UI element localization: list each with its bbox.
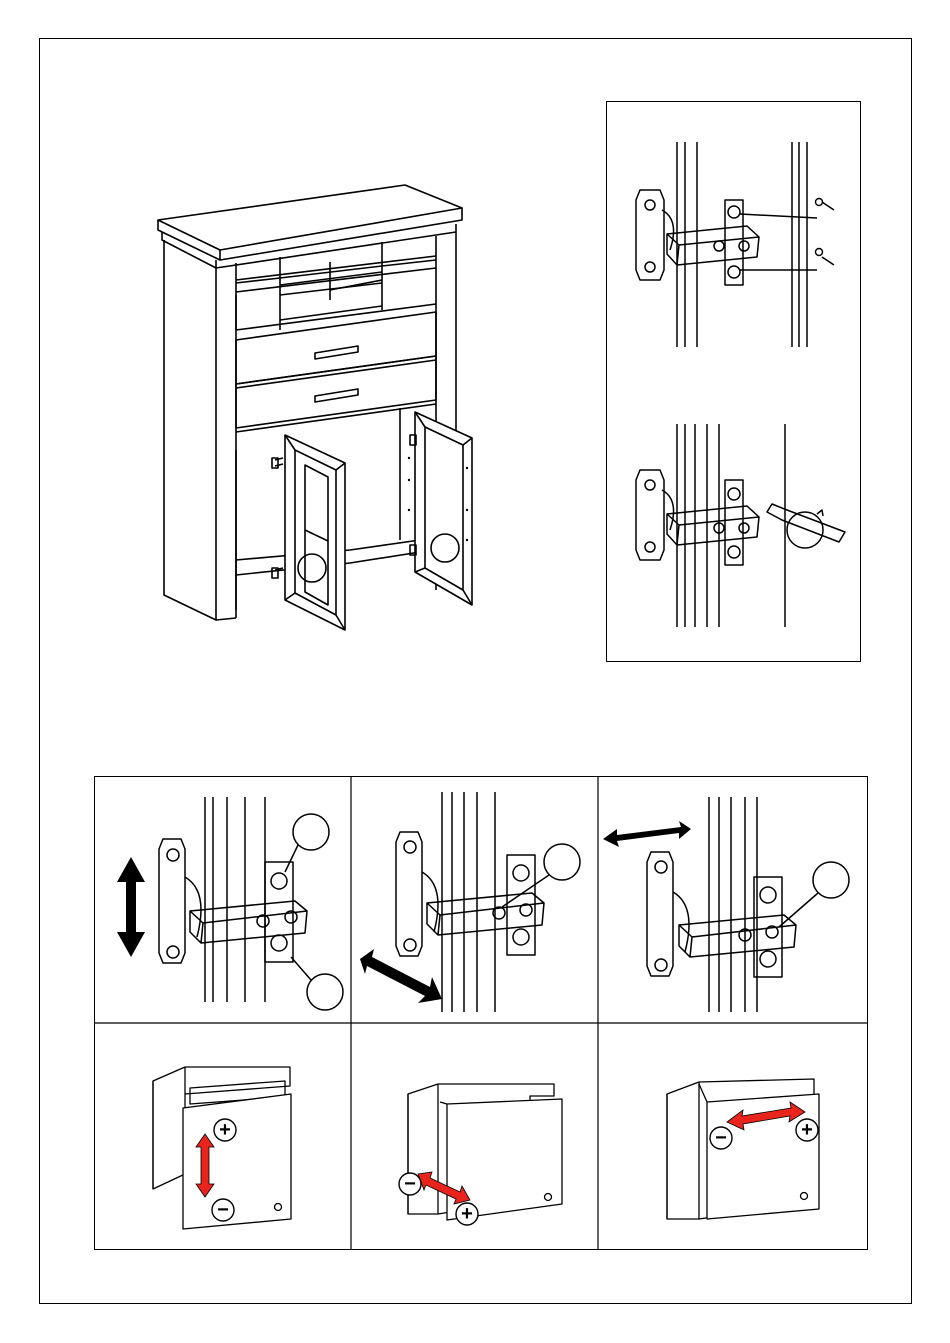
lateral-arrow (603, 821, 691, 847)
plus-badge: + (456, 1203, 478, 1225)
svg-text:+: + (801, 1119, 813, 1141)
plus-badge: + (796, 1119, 818, 1141)
door-adjust-depth: − + (352, 1024, 597, 1249)
svg-text:−: − (715, 1127, 727, 1149)
hinge-adjust-lateral (599, 777, 867, 1022)
hinge-mounting-panel (606, 101, 861, 662)
plus-badge: + (214, 1119, 236, 1141)
minus-badge: − (710, 1127, 732, 1149)
minus-badge: − (399, 1173, 421, 1195)
svg-text:−: − (217, 1199, 229, 1221)
minus-badge: − (212, 1199, 234, 1221)
door-adjust-lateral: − + (599, 1024, 867, 1249)
hinge-adjust-depth (352, 777, 597, 1022)
door-adjust-vertical: + − (95, 1024, 350, 1249)
depth-arrow (360, 949, 442, 1003)
cabinet-illustration (150, 180, 490, 640)
hinge-adjust-vertical (95, 777, 350, 1022)
svg-text:−: − (404, 1173, 416, 1195)
hinge-step-1 (607, 102, 860, 382)
vertical-arrow (117, 857, 145, 957)
hinge-step-2 (607, 402, 860, 662)
svg-text:+: + (219, 1119, 231, 1141)
hinge-adjustment-grid: + − − + (94, 776, 868, 1250)
svg-text:+: + (461, 1203, 473, 1225)
